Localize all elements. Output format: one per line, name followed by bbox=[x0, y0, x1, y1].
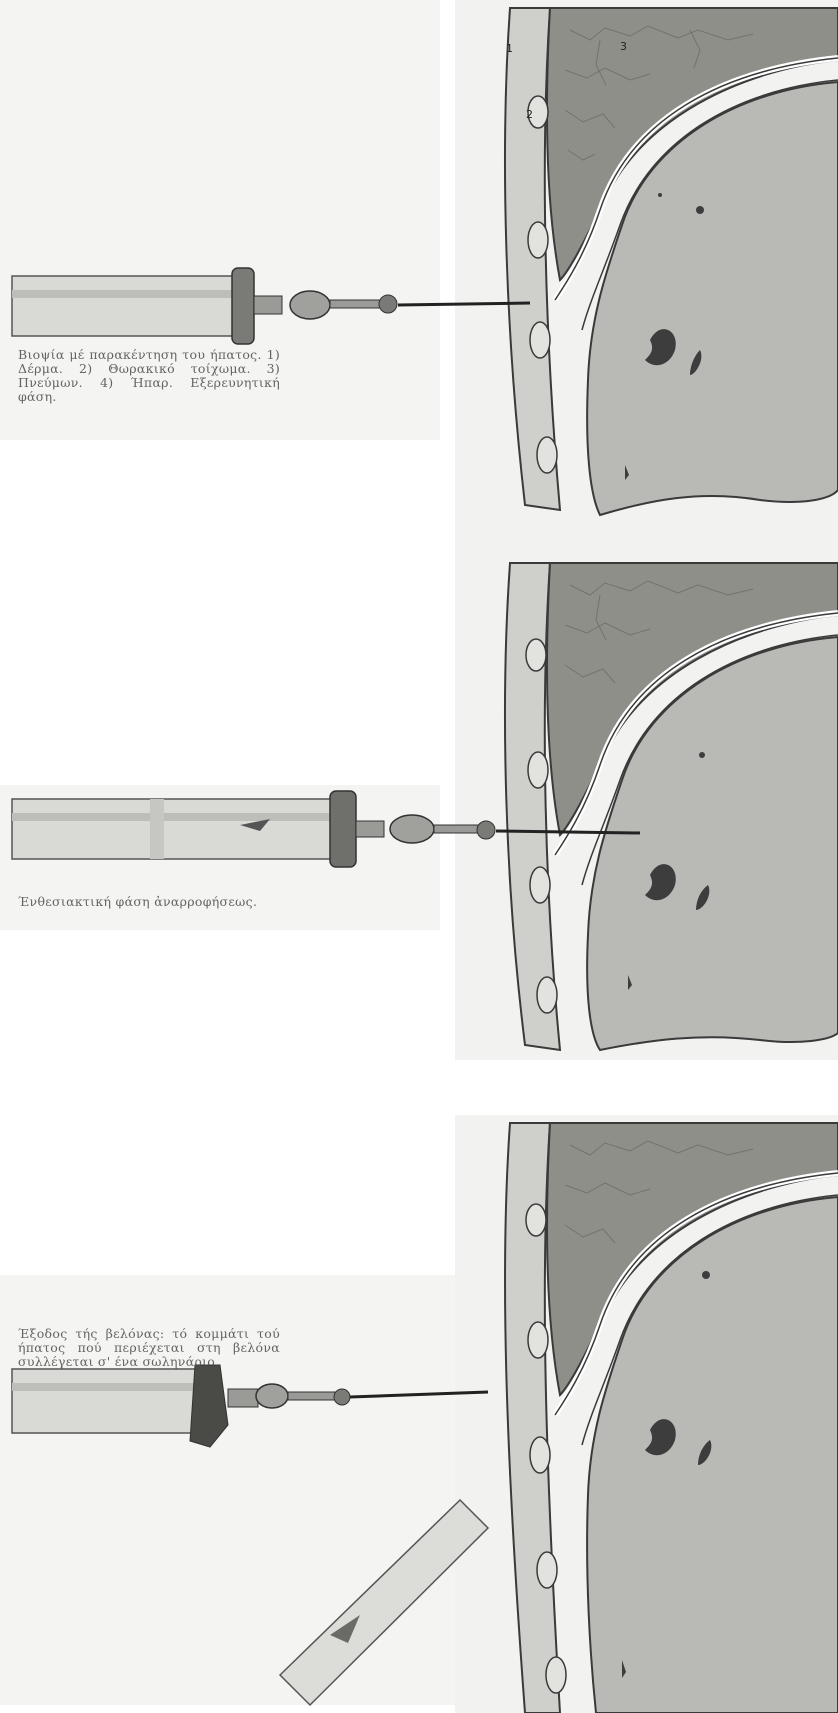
label-chest-wall: 2 bbox=[526, 108, 533, 121]
liver-cross-section-2 bbox=[0, 555, 838, 1115]
label-skin: 1 bbox=[506, 42, 513, 55]
syringe-1 bbox=[12, 268, 530, 344]
panel-needle-withdrawal: Έξοδος τής βελόνας: τό κομμάτι τού ήπατο… bbox=[0, 1115, 838, 1713]
syringe-3 bbox=[12, 1365, 488, 1447]
caption-exploratory-phase: Βιοψία μέ παρακέντηση του ήπατος. 1) Δέρ… bbox=[18, 348, 280, 404]
caption-aspiration-phase: Ένθεσιακτική φάση ἀναρροφήσεως. bbox=[18, 895, 280, 909]
caption-needle-withdrawal: Έξοδος τής βελόνας: τό κομμάτι τού ήπατο… bbox=[18, 1327, 280, 1369]
liver-cross-section-3 bbox=[0, 1115, 838, 1713]
panel-exploratory-phase: 1 2 3 Βιοψία μέ παρακέντηση του ήπατος. … bbox=[0, 0, 838, 560]
panel-aspiration-phase: Ένθεσιακτική φάση ἀναρροφήσεως. bbox=[0, 555, 838, 1115]
liver-cross-section-1 bbox=[0, 0, 838, 560]
label-lung: 3 bbox=[620, 40, 627, 53]
